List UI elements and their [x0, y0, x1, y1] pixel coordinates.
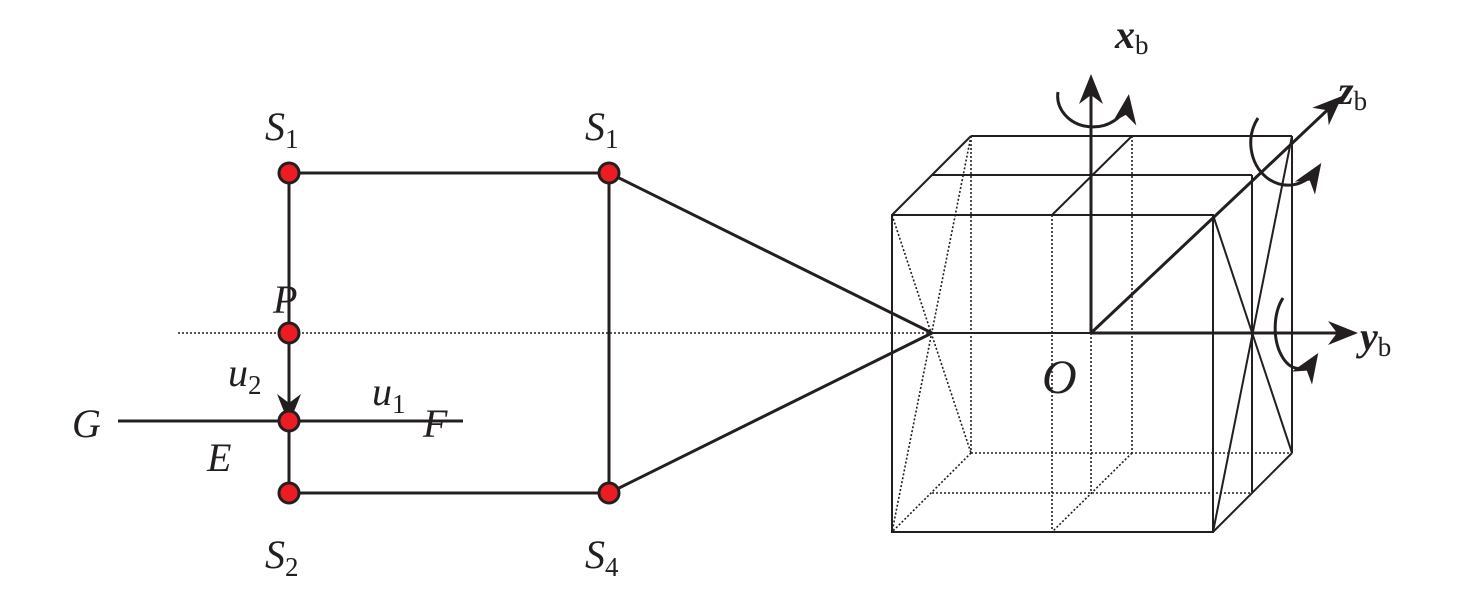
node-p [277, 321, 301, 345]
node-s1-left [277, 161, 301, 185]
label-origin: O [1042, 351, 1077, 404]
label-u1: u1 [372, 369, 406, 419]
label-xb: xb [1114, 12, 1149, 60]
z-rotation-arrow-icon [1249, 117, 1322, 195]
node-e [277, 409, 301, 433]
z-axis [1089, 95, 1343, 335]
label-yb: yb [1356, 314, 1391, 362]
node-s1-right [597, 161, 621, 185]
node-s2 [277, 481, 301, 505]
label-u2: u2 [228, 350, 262, 400]
node-s4 [597, 481, 621, 505]
y-rotation-arrow-icon [1273, 297, 1319, 385]
label-s1-right: S1 [585, 104, 619, 154]
label-p: P [272, 277, 297, 322]
label-s1-left: S1 [265, 104, 299, 154]
label-f: F [422, 401, 448, 446]
nodes [277, 161, 621, 505]
anchor-frame [118, 171, 933, 495]
body-axes [1056, 74, 1358, 385]
label-g: G [72, 401, 101, 446]
label-e: E [206, 435, 231, 480]
x-rotation-arrow-icon [1056, 91, 1137, 129]
label-s2: S2 [265, 532, 299, 582]
label-s4: S4 [585, 532, 619, 582]
label-zb: zb [1336, 68, 1367, 116]
